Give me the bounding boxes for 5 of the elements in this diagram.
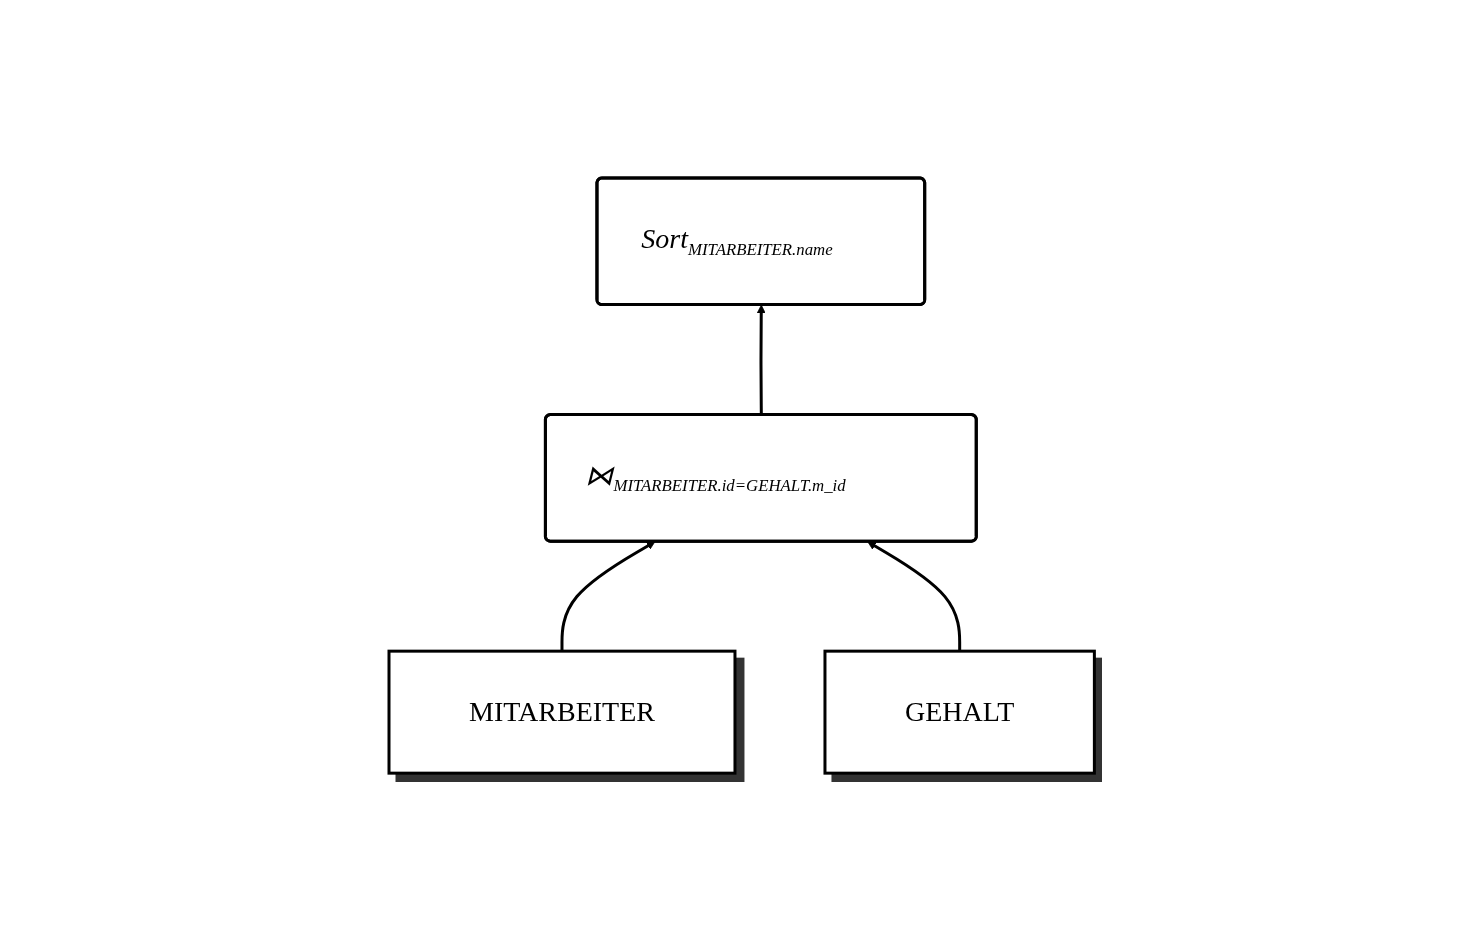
node-box: GEHALT (823, 650, 1096, 776)
arrow (756, 305, 766, 416)
arrow (867, 541, 961, 652)
node-box: MITARBEITER (387, 650, 737, 776)
arrow (560, 541, 656, 652)
